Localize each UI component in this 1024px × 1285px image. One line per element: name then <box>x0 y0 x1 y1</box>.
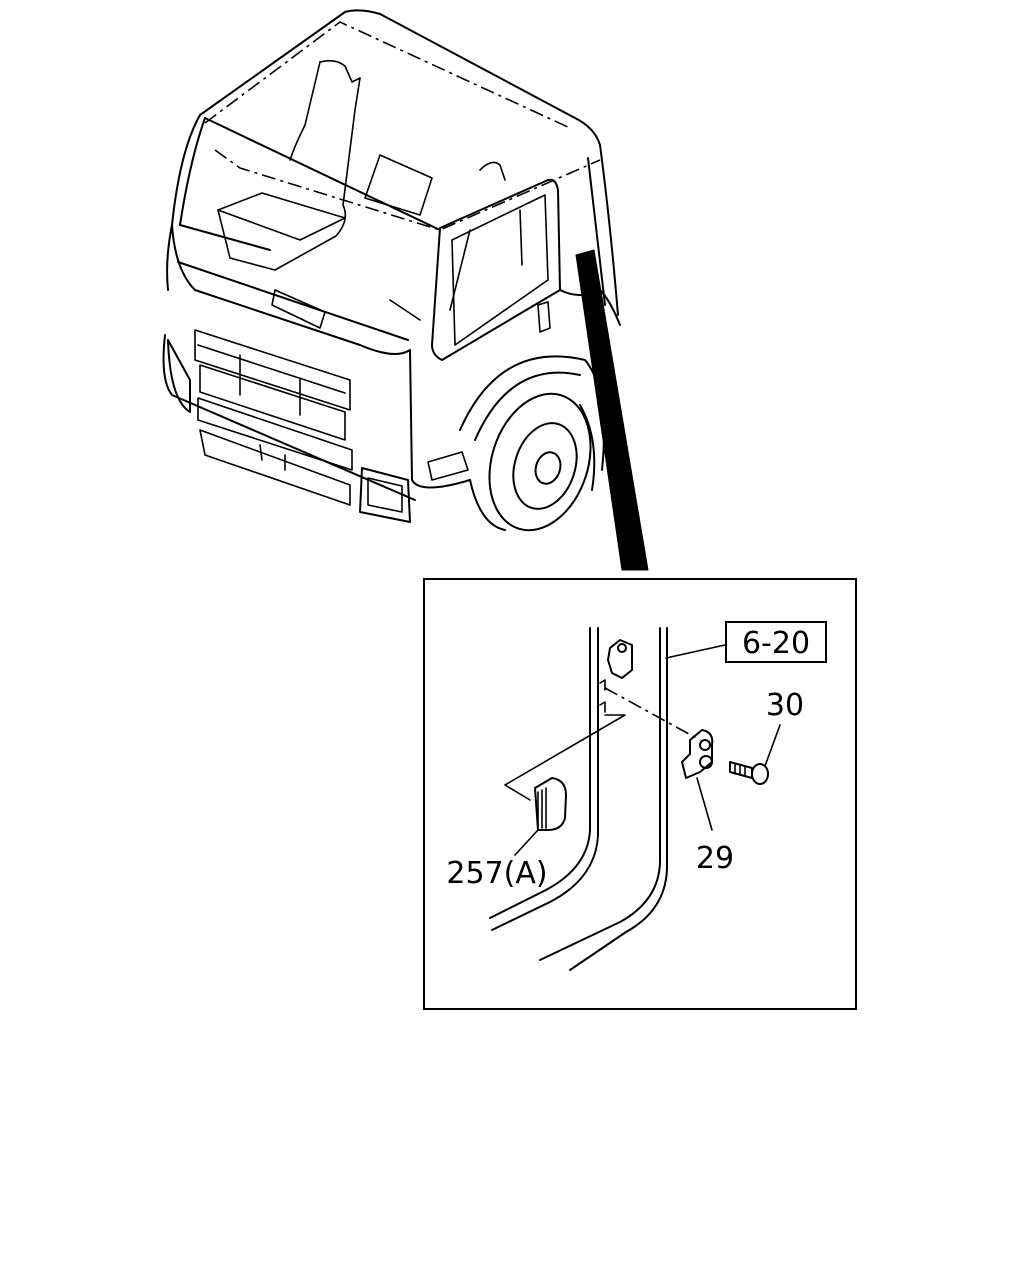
pad-part-257a <box>534 777 567 831</box>
truck-cab-illustration <box>162 9 621 532</box>
callout-29: 29 <box>696 841 734 876</box>
bolt-part-30 <box>729 761 769 785</box>
callout-257a: 257(A) <box>446 856 547 891</box>
reference-box-label: 6-20 <box>742 626 810 661</box>
detail-view: 6-20 30 29 257(A) <box>423 578 857 1010</box>
reference-box <box>725 621 827 663</box>
leader-wedge <box>575 249 649 571</box>
detail-frame <box>423 578 857 1010</box>
clip-part-29 <box>681 729 714 779</box>
callout-30: 30 <box>766 688 804 723</box>
